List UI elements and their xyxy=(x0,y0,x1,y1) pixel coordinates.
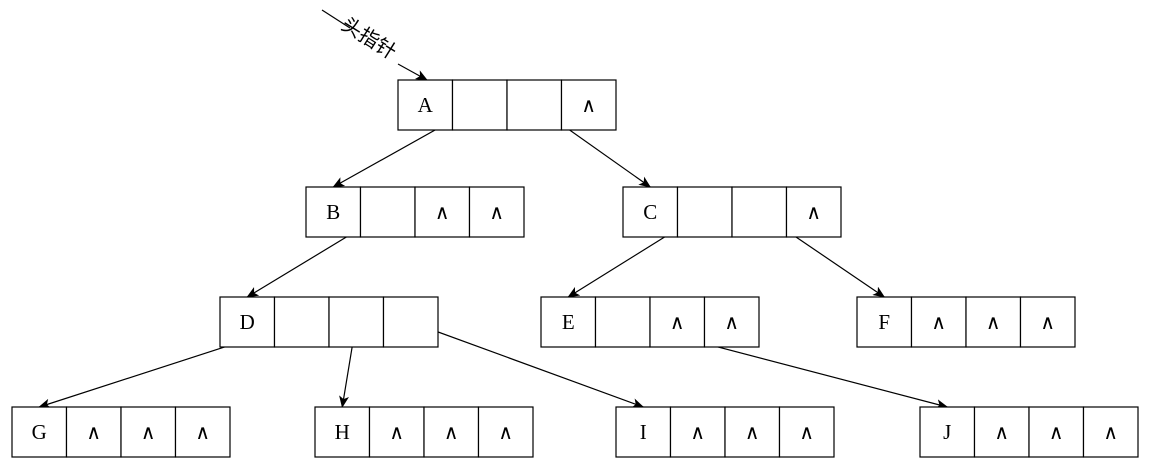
null-symbol: ∧ xyxy=(86,420,101,444)
null-symbol: ∧ xyxy=(690,420,705,444)
node-data-cell xyxy=(622,186,679,238)
null-pointer-cell xyxy=(1028,406,1085,458)
tree-node-j: J ∧ ∧ ∧ xyxy=(919,406,1139,458)
child-pointer-cell xyxy=(451,79,508,131)
null-symbol: ∧ xyxy=(389,420,404,444)
null-pointer-cell xyxy=(414,186,471,238)
null-symbol: ∧ xyxy=(498,420,513,444)
null-pointer-cell xyxy=(174,406,231,458)
null-symbol: ∧ xyxy=(1040,310,1055,334)
null-symbol: ∧ xyxy=(581,93,596,117)
child-pointer-cell xyxy=(506,79,563,131)
edges-layer xyxy=(38,104,949,410)
null-symbol: ∧ xyxy=(806,200,821,224)
null-pointer-cell xyxy=(965,296,1022,348)
null-pointer-cell xyxy=(560,79,617,131)
node-label: A xyxy=(418,93,434,117)
head-pointer: 头指针 xyxy=(321,9,428,81)
null-pointer-cell xyxy=(669,406,726,458)
null-pointer-cell xyxy=(477,406,534,458)
null-symbol: ∧ xyxy=(444,420,459,444)
tree-node-a: A∧ xyxy=(397,79,617,131)
tree-node-d: D xyxy=(219,296,439,348)
null-symbol: ∧ xyxy=(141,420,156,444)
node-label: B xyxy=(326,200,340,224)
null-symbol: ∧ xyxy=(986,310,1001,334)
null-pointer-cell xyxy=(910,296,967,348)
tree-node-i: I ∧ ∧ ∧ xyxy=(615,406,835,458)
node-data-cell xyxy=(856,296,913,348)
null-symbol: ∧ xyxy=(931,310,946,334)
node-data-cell xyxy=(919,406,976,458)
node-label: I xyxy=(640,420,647,444)
null-pointer-cell xyxy=(1082,406,1139,458)
child-pointer-cell xyxy=(359,186,416,238)
null-symbol: ∧ xyxy=(670,310,685,334)
child-pointer-cell xyxy=(273,296,330,348)
tree-node-c: C∧ xyxy=(622,186,842,238)
child-pointer-cell xyxy=(328,296,385,348)
child-pointer-cell xyxy=(731,186,788,238)
node-data-cell xyxy=(540,296,597,348)
node-data-cell xyxy=(11,406,68,458)
node-data-cell xyxy=(314,406,371,458)
node-data-cell xyxy=(219,296,276,348)
null-pointer-cell xyxy=(1019,296,1076,348)
child-pointer-cell xyxy=(382,296,439,348)
node-data-cell xyxy=(305,186,362,238)
node-label: F xyxy=(878,310,890,334)
tree-node-g: G ∧ ∧ ∧ xyxy=(11,406,231,458)
null-pointer-cell xyxy=(703,296,760,348)
head-pointer-arrow xyxy=(397,63,428,81)
tree-node-e: E ∧ ∧ xyxy=(540,296,760,348)
null-pointer-cell xyxy=(120,406,177,458)
tree-node-b: B ∧ ∧ xyxy=(305,186,525,238)
null-pointer-cell xyxy=(649,296,706,348)
null-symbol: ∧ xyxy=(195,420,210,444)
null-pointer-cell xyxy=(778,406,835,458)
null-symbol: ∧ xyxy=(489,200,504,224)
null-pointer-cell xyxy=(973,406,1030,458)
null-symbol: ∧ xyxy=(745,420,760,444)
head-pointer-line xyxy=(321,9,351,29)
tree-node-f: F ∧ ∧ ∧ xyxy=(856,296,1076,348)
child-pointer-cell xyxy=(676,186,733,238)
node-label: G xyxy=(32,420,47,444)
null-pointer-cell xyxy=(368,406,425,458)
null-symbol: ∧ xyxy=(435,200,450,224)
edge-d-i xyxy=(410,321,645,408)
null-pointer-cell xyxy=(724,406,781,458)
node-label: H xyxy=(335,420,350,444)
null-symbol: ∧ xyxy=(724,310,739,334)
null-symbol: ∧ xyxy=(799,420,814,444)
head-pointer-label: 头指针 xyxy=(337,12,401,64)
null-symbol: ∧ xyxy=(1049,420,1064,444)
null-symbol: ∧ xyxy=(994,420,1009,444)
null-symbol: ∧ xyxy=(1103,420,1118,444)
node-label: J xyxy=(943,420,951,444)
tree-node-h: H ∧ ∧ ∧ xyxy=(314,406,534,458)
null-pointer-cell xyxy=(65,406,122,458)
null-pointer-cell xyxy=(468,186,525,238)
node-data-cell xyxy=(615,406,672,458)
child-pointer-cell xyxy=(594,296,651,348)
node-label: C xyxy=(643,200,657,224)
null-pointer-cell xyxy=(785,186,842,238)
node-label: D xyxy=(240,310,255,334)
node-label: E xyxy=(562,310,575,334)
